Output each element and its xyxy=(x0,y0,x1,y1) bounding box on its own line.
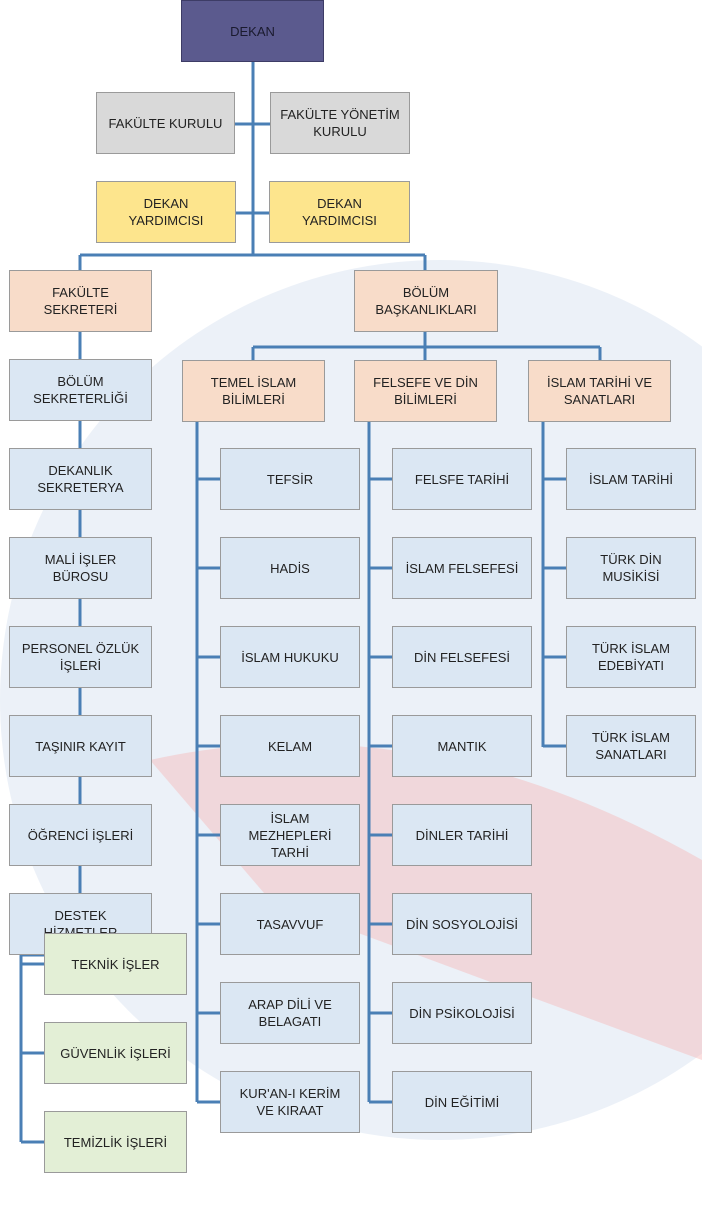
vice-dean-label: DEKAN YARDIMCISI xyxy=(302,196,377,228)
department-unit-box: TASAVVUF xyxy=(220,893,360,955)
faculty-executive-board-label: FAKÜLTE YÖNETİM KURULU xyxy=(280,107,400,139)
department-unit-box: DİN EĞİTİMİ xyxy=(392,1071,532,1133)
support-unit-label: GÜVENLİK İŞLERİ xyxy=(60,1045,171,1061)
department-unit-label: TÜRK İSLAM EDEBİYATI xyxy=(591,641,670,673)
admin-unit-box: MALİ İŞLER BÜROSU xyxy=(9,537,152,599)
support-unit-box: TEMİZLİK İŞLERİ xyxy=(44,1111,187,1173)
vice-dean-box: DEKAN YARDIMCISI xyxy=(269,181,410,243)
department-unit-label: TÜRK DİN MUSİKİSİ xyxy=(600,552,662,584)
department-unit-box: İSLAM TARİHİ xyxy=(566,448,696,510)
admin-unit-label: PERSONEL ÖZLÜK İŞLERİ xyxy=(21,641,140,673)
department-unit-box: İSLAM HUKUKU xyxy=(220,626,360,688)
department-unit-box: KELAM xyxy=(220,715,360,777)
department-unit-box: ARAP DİLİ VE BELAGATI xyxy=(220,982,360,1044)
admin-unit-box: ÖĞRENCİ İŞLERİ xyxy=(9,804,152,866)
department-unit-box: KUR'AN-I KERİM VE KIRAAT xyxy=(220,1071,360,1133)
department-unit-label: İSLAM MEZHEPLERİ TARHİ xyxy=(248,810,332,860)
department-box: TEMEL İSLAM BİLİMLERİ xyxy=(182,360,325,422)
department-unit-label: DİN FELSEFESİ xyxy=(413,649,511,665)
department-unit-label: DİNLER TARİHİ xyxy=(415,827,509,843)
department-unit-box: DİNLER TARİHİ xyxy=(392,804,532,866)
department-unit-label: İSLAM HUKUKU xyxy=(241,649,339,665)
department-unit-label: TASAVVUF xyxy=(256,916,324,932)
department-unit-label: HADİS xyxy=(270,560,310,576)
department-box: FELSEFE VE DİN BİLİMLERİ xyxy=(354,360,497,422)
department-label: TEMEL İSLAM BİLİMLERİ xyxy=(210,375,297,407)
department-unit-label: TÜRK İSLAM SANATLARI xyxy=(591,730,670,762)
department-unit-label: DİN SOSYOLOJİSİ xyxy=(406,916,518,932)
department-unit-box: MANTIK xyxy=(392,715,532,777)
department-unit-label: FELSFE TARİHİ xyxy=(414,471,510,487)
department-unit-label: KUR'AN-I KERİM VE KIRAAT xyxy=(239,1086,341,1118)
support-unit-box: TEKNİK İŞLER xyxy=(44,933,187,995)
department-label: FELSEFE VE DİN BİLİMLERİ xyxy=(373,375,478,407)
department-unit-box: TÜRK İSLAM SANATLARI xyxy=(566,715,696,777)
faculty-board-box: FAKÜLTE KURULU xyxy=(96,92,235,154)
support-unit-label: TEKNİK İŞLER xyxy=(71,956,160,972)
department-box: İSLAM TARİHİ VE SANATLARI xyxy=(528,360,671,422)
admin-unit-box: BÖLÜM SEKRETERLİĞİ xyxy=(9,359,152,421)
support-unit-box: GÜVENLİK İŞLERİ xyxy=(44,1022,187,1084)
department-unit-box: İSLAM MEZHEPLERİ TARHİ xyxy=(220,804,360,866)
department-unit-box: İSLAM FELSEFESİ xyxy=(392,537,532,599)
admin-unit-box: TAŞINIR KAYIT xyxy=(9,715,152,777)
faculty-board-label: FAKÜLTE KURULU xyxy=(108,115,223,131)
admin-unit-label: TAŞINIR KAYIT xyxy=(35,738,126,754)
department-unit-label: ARAP DİLİ VE BELAGATI xyxy=(248,997,332,1029)
department-heads-label: BÖLÜM BAŞKANLIKLARI xyxy=(375,285,477,317)
department-unit-box: TÜRK İSLAM EDEBİYATI xyxy=(566,626,696,688)
admin-unit-label: ÖĞRENCİ İŞLERİ xyxy=(27,827,134,843)
admin-unit-label: BÖLÜM SEKRETERLİĞİ xyxy=(33,374,128,406)
faculty-secretary-label: FAKÜLTE SEKRETERİ xyxy=(43,285,118,317)
department-unit-box: FELSFE TARİHİ xyxy=(392,448,532,510)
department-unit-box: HADİS xyxy=(220,537,360,599)
admin-unit-label: DEKANLIK SEKRETERYA xyxy=(37,463,124,495)
dean-label: DEKAN xyxy=(230,23,275,39)
department-unit-box: DİN PSİKOLOJİSİ xyxy=(392,982,532,1044)
faculty-executive-board-box: FAKÜLTE YÖNETİM KURULU xyxy=(270,92,410,154)
department-unit-label: İSLAM TARİHİ xyxy=(588,471,674,487)
department-unit-box: DİN FELSEFESİ xyxy=(392,626,532,688)
department-unit-label: KELAM xyxy=(267,738,313,754)
faculty-secretary-box: FAKÜLTE SEKRETERİ xyxy=(9,270,152,332)
admin-unit-box: DEKANLIK SEKRETERYA xyxy=(9,448,152,510)
department-unit-box: TÜRK DİN MUSİKİSİ xyxy=(566,537,696,599)
department-heads-box: BÖLÜM BAŞKANLIKLARI xyxy=(354,270,498,332)
department-unit-box: DİN SOSYOLOJİSİ xyxy=(392,893,532,955)
department-unit-label: MANTIK xyxy=(437,738,487,754)
vice-dean-label: DEKAN YARDIMCISI xyxy=(128,196,204,228)
dean-box: DEKAN xyxy=(181,0,324,62)
department-unit-label: DİN EĞİTİMİ xyxy=(424,1094,500,1110)
admin-unit-label: MALİ İŞLER BÜROSU xyxy=(44,552,117,584)
admin-unit-box: PERSONEL ÖZLÜK İŞLERİ xyxy=(9,626,152,688)
department-unit-label: İSLAM FELSEFESİ xyxy=(405,560,519,576)
department-unit-box: TEFSİR xyxy=(220,448,360,510)
department-unit-label: TEFSİR xyxy=(266,471,314,487)
department-unit-label: DİN PSİKOLOJİSİ xyxy=(409,1005,515,1021)
vice-dean-box: DEKAN YARDIMCISI xyxy=(96,181,236,243)
department-label: İSLAM TARİHİ VE SANATLARI xyxy=(547,375,652,407)
support-unit-label: TEMİZLİK İŞLERİ xyxy=(63,1134,168,1150)
